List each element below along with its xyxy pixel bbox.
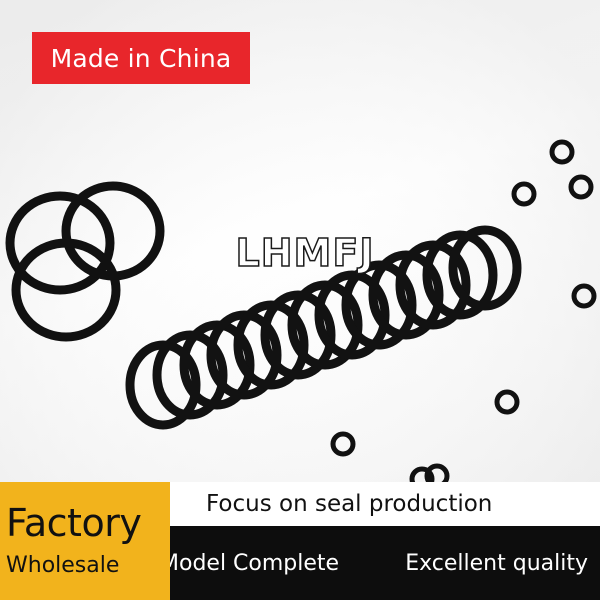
feature-bar: Model Complete Excellent quality	[150, 526, 600, 600]
tagline-strip: Focus on seal production	[170, 482, 600, 526]
excellent-quality-text: Excellent quality	[405, 550, 588, 576]
model-complete-text: Model Complete	[160, 550, 340, 576]
footer-banner: Focus on seal production Model Complete …	[0, 482, 600, 600]
factory-block: Factory Wholesale	[0, 482, 170, 600]
ring-row	[125, 225, 522, 430]
made-in-china-badge: Made in China	[32, 32, 250, 84]
badge-text: Made in China	[50, 43, 232, 73]
loose-ring-group	[5, 181, 165, 342]
tagline-text: Focus on seal production	[206, 491, 493, 517]
wholesale-text: Wholesale	[6, 553, 120, 578]
brand-watermark: LHMFJ	[235, 230, 375, 276]
factory-text: Factory	[6, 501, 142, 545]
